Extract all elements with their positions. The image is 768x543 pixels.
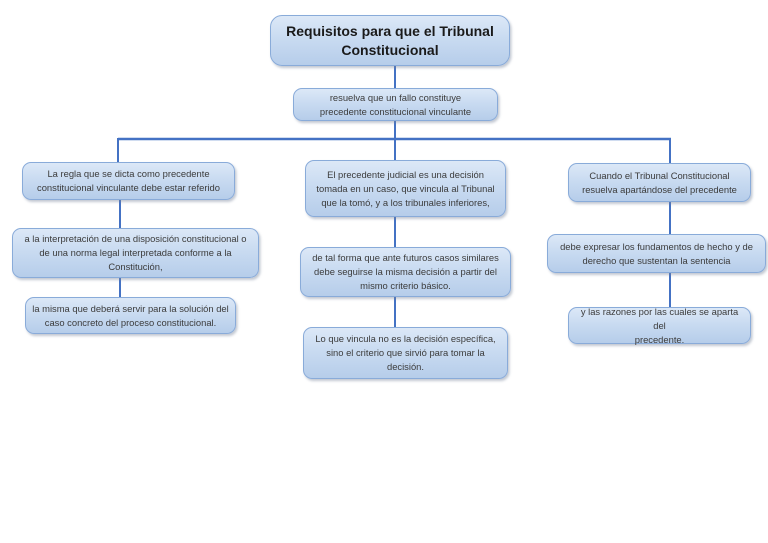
- left-column-box-2: a la interpretación de una disposición c…: [12, 228, 259, 278]
- right-column-box-3: y las razones por las cuales se aparta d…: [568, 306, 751, 345]
- middle-column-box-1: El precedente judicial es una decisión t…: [305, 160, 506, 217]
- right-column-box-1: Cuando el Tribunal Constitucional resuel…: [568, 163, 751, 202]
- middle-column-box-2: de tal forma que ante futuros casos simi…: [300, 247, 511, 297]
- middle-column-box-3: Lo que vincula no es la decisión específ…: [303, 327, 508, 379]
- subtitle-box: resuelva que un fallo constituye precede…: [293, 88, 498, 121]
- root-title-box: Requisitos para que el Tribunal Constitu…: [270, 15, 510, 66]
- left-column-box-3: la misma que deberá servir para la soluc…: [25, 297, 236, 334]
- left-column-box-1: La regla que se dicta como precedente co…: [22, 162, 235, 200]
- right-column-box-2: debe expresar los fundamentos de hecho y…: [547, 234, 766, 273]
